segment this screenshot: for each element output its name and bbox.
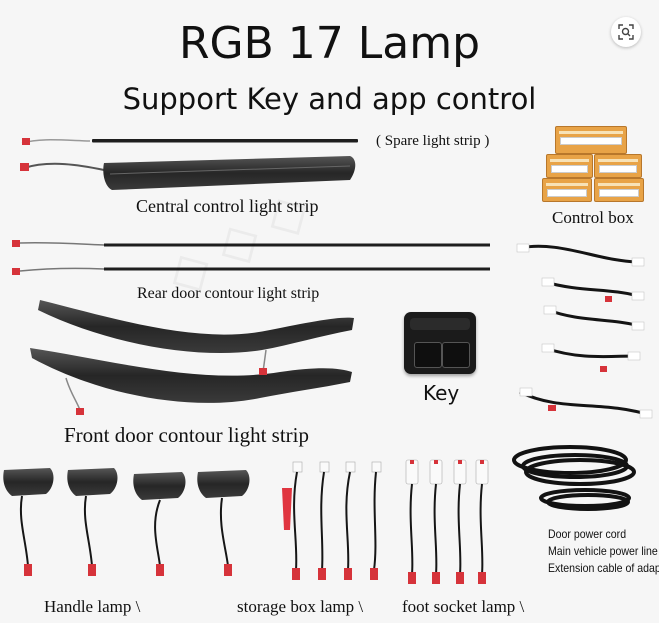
- main-power-line-label: Main vehicle power line: [548, 544, 658, 558]
- extension-cable-label: Extension cable of adapter: [548, 561, 659, 575]
- visual-search-button[interactable]: [611, 17, 641, 47]
- control-box-label: Control box: [552, 208, 634, 227]
- rear-door-contour-light-strip: [12, 240, 490, 275]
- key-label: Key: [423, 381, 460, 405]
- front-door-contour-light-strip: [30, 300, 354, 415]
- front-door-label: Front door contour light strip: [64, 423, 309, 447]
- control-box-card: [594, 178, 644, 202]
- control-box-card: [594, 154, 642, 178]
- control-box-card: [555, 126, 627, 154]
- spare-light-strip: [21, 138, 358, 145]
- coiled-power-cords: [512, 445, 636, 511]
- power-cords-label: Door power cord Main vehicle power line …: [548, 526, 659, 577]
- handle-lamp-label: Handle lamp \: [44, 597, 141, 616]
- visual-search-icon: [618, 24, 634, 40]
- central-control-light-strip: [20, 156, 356, 190]
- foot-socket-lamps: [405, 459, 489, 584]
- central-strip-label: Central control light strip: [136, 196, 319, 216]
- storage-box-lamps: [282, 461, 382, 580]
- door-power-cord-label: Door power cord: [548, 527, 627, 541]
- page-subtitle: Support Key and app control: [122, 82, 537, 116]
- storage-box-label: storage box lamp \: [237, 597, 364, 616]
- control-box-card: [546, 154, 593, 178]
- control-box-card: [542, 178, 592, 202]
- key-switch: [404, 312, 476, 374]
- page-title: RGB 17 Lamp: [178, 18, 481, 69]
- harness-cables: [519, 244, 651, 417]
- spare-strip-label: ( Spare light strip ): [376, 133, 490, 149]
- rear-door-label: Rear door contour light strip: [137, 285, 320, 302]
- foot-socket-label: foot socket lamp \: [402, 597, 525, 616]
- handle-lamps: [3, 468, 250, 576]
